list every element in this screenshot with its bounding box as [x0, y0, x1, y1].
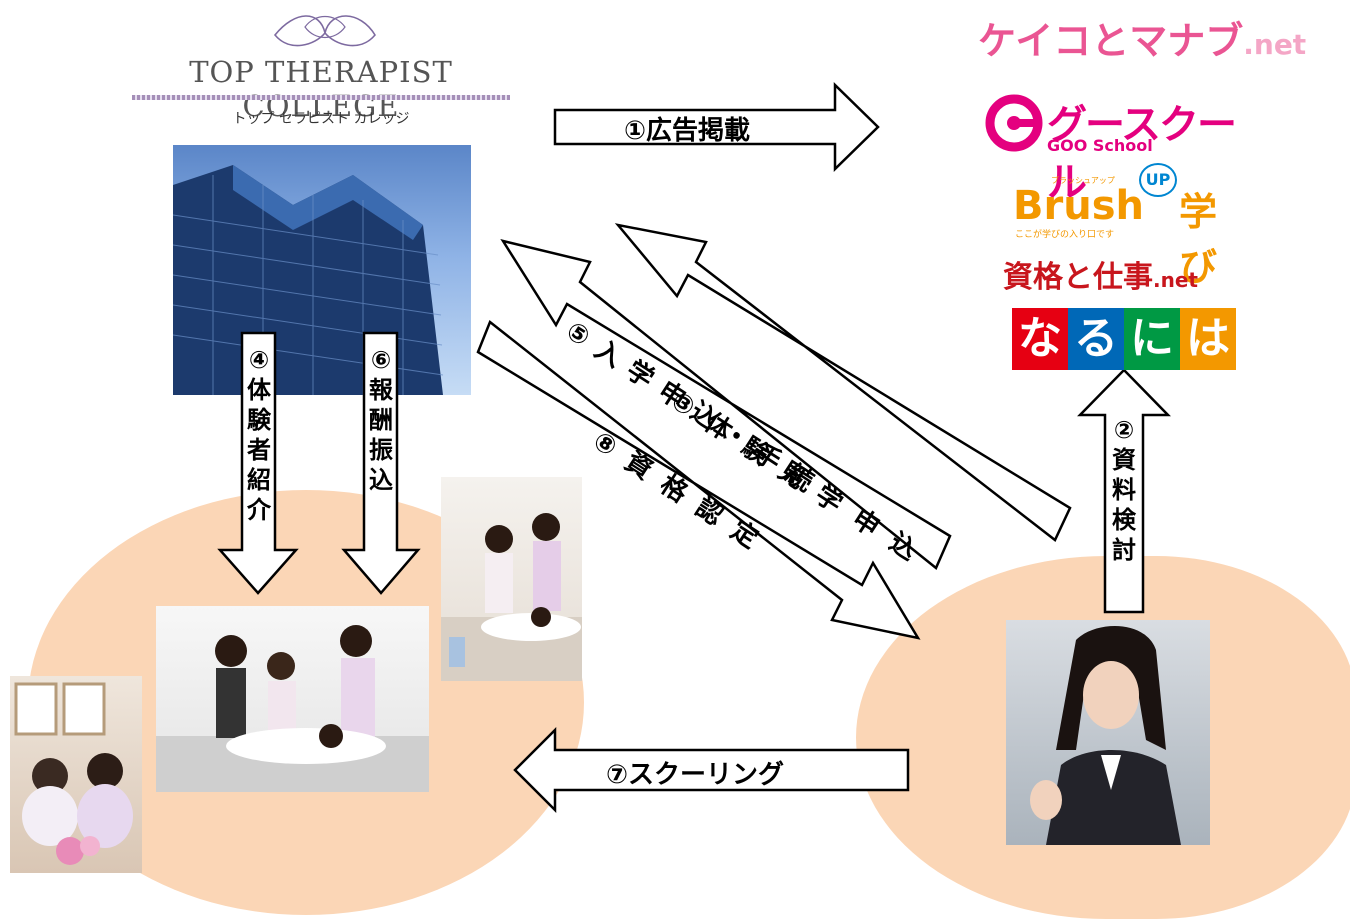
- arrow-step2: [1077, 368, 1171, 614]
- student-photo: [1006, 620, 1210, 845]
- arrow-step1: [553, 82, 880, 172]
- naruniwa-logo: な る に は: [1012, 308, 1236, 370]
- shikaku-shigoto-logo: 資格と仕事.net: [1003, 252, 1243, 297]
- brush-kana: ブラッシュアップ: [1051, 176, 1115, 185]
- goo-school-sub: GOO School: [1047, 136, 1153, 155]
- brush-up-logo: ブラッシュアップ Brush UP 学び ここが学びの入り口です: [1013, 163, 1253, 289]
- arrow-step4: [217, 331, 299, 595]
- arrow-step5: [500, 239, 952, 570]
- step2-label: ②資料検討: [1112, 416, 1136, 564]
- brush-up-text: UP: [1145, 170, 1171, 189]
- arrow-step7: [513, 726, 910, 814]
- college-logo: TOP THERAPIST COLLEGE トップ セラピスト カレッジ: [130, 5, 512, 135]
- step7-label: ⑦スクーリング: [606, 760, 785, 790]
- college-name: TOP THERAPIST COLLEGE: [189, 55, 453, 123]
- naruniwa-ha: は: [1180, 308, 1236, 370]
- brush-tagline: ここが学びの入り口です: [1015, 230, 1115, 240]
- arrow-step3: [614, 223, 1072, 542]
- brush-text: Brush: [1013, 183, 1144, 229]
- naruniwa-na: な: [1012, 308, 1068, 370]
- shikaku-net-text: .net: [1153, 268, 1198, 292]
- arrow-step8: [476, 319, 921, 640]
- arrow-step6: [341, 331, 421, 595]
- ribbon-ornament-icon: [273, 15, 376, 47]
- brush-up-badge: UP: [1139, 163, 1177, 197]
- step1-label: ①広告掲載: [624, 116, 751, 146]
- massage-class-photo: [156, 606, 429, 792]
- step4-label: ④体験者紹介: [247, 346, 271, 524]
- consultation-photo: [10, 676, 142, 873]
- step6-label: ⑥報酬振込: [369, 346, 393, 494]
- naruniwa-ni: に: [1124, 308, 1180, 370]
- goo-school-text: グースクール: [1047, 102, 1237, 206]
- goo-school-logo: グースクール GOO School: [985, 92, 1270, 206]
- logo-divider: [132, 95, 510, 100]
- goo-g-icon: [985, 94, 1043, 152]
- naruniwa-ru: る: [1068, 308, 1124, 370]
- salon-photo: [441, 477, 582, 681]
- keiko-net-text: .net: [1243, 28, 1307, 61]
- college-kana: トップ セラピスト カレッジ: [232, 111, 410, 127]
- brush-manabi: 学び: [1179, 190, 1218, 289]
- keiko-manabu-logo: ケイコとマナブ.net: [978, 10, 1306, 65]
- shikaku-text: 資格と仕事: [1003, 260, 1153, 295]
- keiko-manabu-text: ケイコとマナブ: [978, 19, 1244, 63]
